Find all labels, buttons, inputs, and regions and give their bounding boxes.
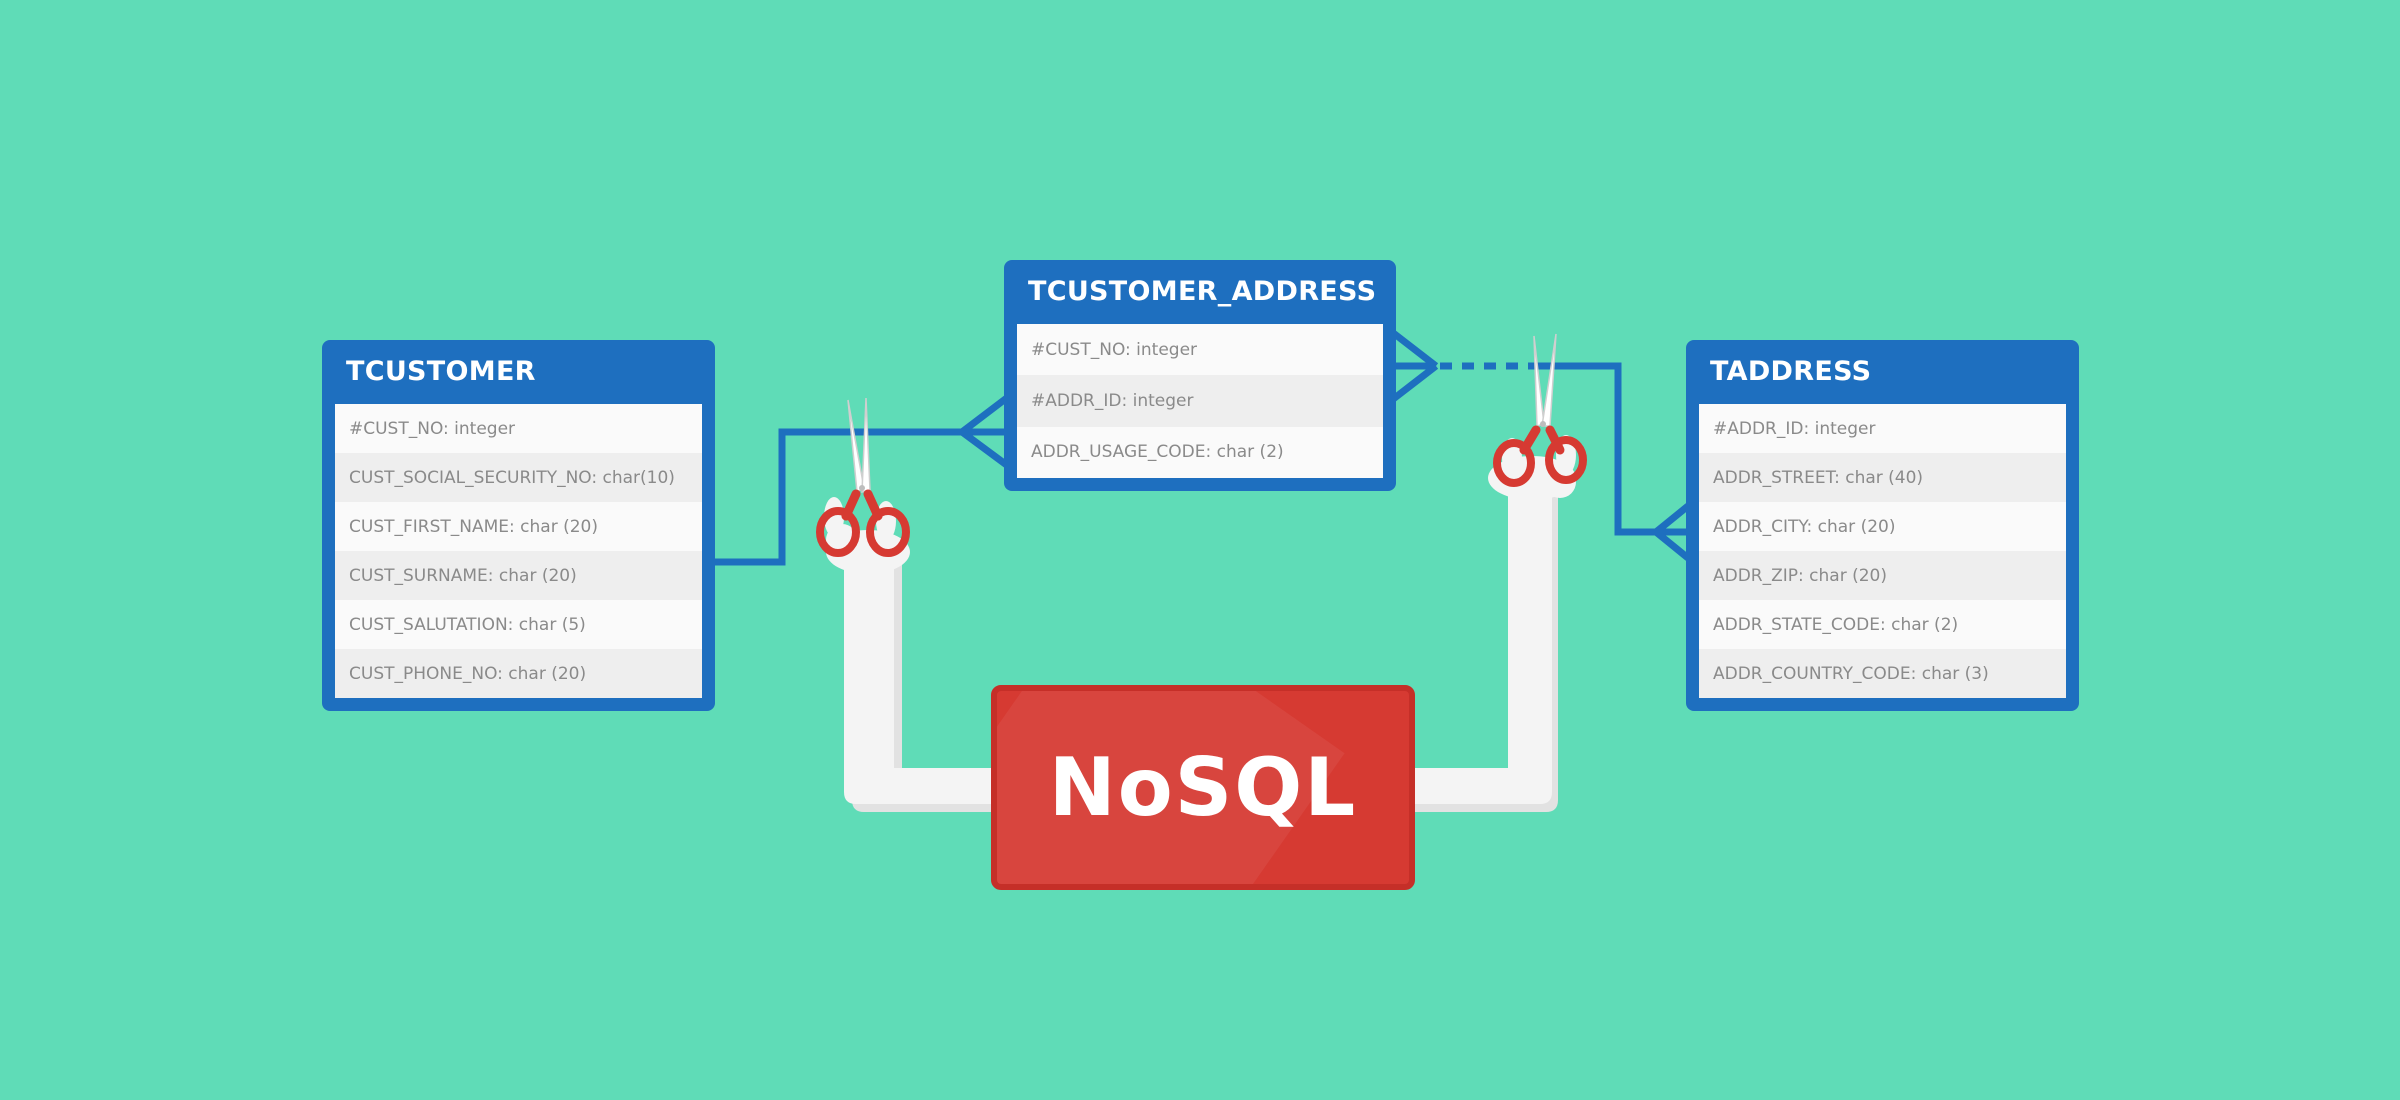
table-row: ADDR_USAGE_CODE: char (2) — [1017, 426, 1383, 478]
scissors-icon — [1493, 333, 1587, 487]
table-row: CUST_SURNAME: char (20) — [335, 551, 702, 600]
table-row: CUST_SALUTATION: char (5) — [335, 600, 702, 649]
table-row: #ADDR_ID: integer — [1699, 404, 2066, 453]
nosql-label: NoSQL — [1048, 741, 1358, 834]
table-row: ADDR_COUNTRY_CODE: char (3) — [1699, 649, 2066, 698]
scissors-icon — [816, 397, 910, 557]
table-title: TADDRESS — [1710, 356, 1872, 387]
table-fields: #ADDR_ID: integer ADDR_STREET: char (40)… — [1699, 404, 2066, 698]
table-row: ADDR_ZIP: char (20) — [1699, 551, 2066, 600]
left-arm — [824, 497, 992, 812]
nosql-badge: NoSQL — [991, 685, 1415, 890]
table-tcustomer: TCUSTOMER #CUST_NO: integer CUST_SOCIAL_… — [322, 340, 715, 711]
table-taddress: TADDRESS #ADDR_ID: integer ADDR_STREET: … — [1686, 340, 2079, 711]
table-row: CUST_PHONE_NO: char (20) — [335, 649, 702, 698]
table-row: CUST_SOCIAL_SECURITY_NO: char(10) — [335, 453, 702, 502]
table-row: #CUST_NO: integer — [1017, 324, 1383, 376]
table-fields: #CUST_NO: integer CUST_SOCIAL_SECURITY_N… — [335, 404, 702, 698]
table-title: TCUSTOMER — [346, 356, 536, 387]
table-row: ADDR_STATE_CODE: char (2) — [1699, 600, 2066, 649]
table-tcustomer-address: TCUSTOMER_ADDRESS #CUST_NO: integer #ADD… — [1004, 260, 1396, 491]
table-row: #CUST_NO: integer — [335, 404, 702, 453]
table-row: ADDR_STREET: char (40) — [1699, 453, 2066, 502]
table-row: #ADDR_ID: integer — [1017, 375, 1383, 427]
crows-foot-connector — [956, 394, 1011, 469]
table-title: TCUSTOMER_ADDRESS — [1028, 276, 1377, 307]
table-row: CUST_FIRST_NAME: char (20) — [335, 502, 702, 551]
table-row: ADDR_CITY: char (20) — [1699, 502, 2066, 551]
table-fields: #CUST_NO: integer #ADDR_ID: integer ADDR… — [1017, 324, 1383, 478]
right-arm — [1412, 435, 1576, 812]
